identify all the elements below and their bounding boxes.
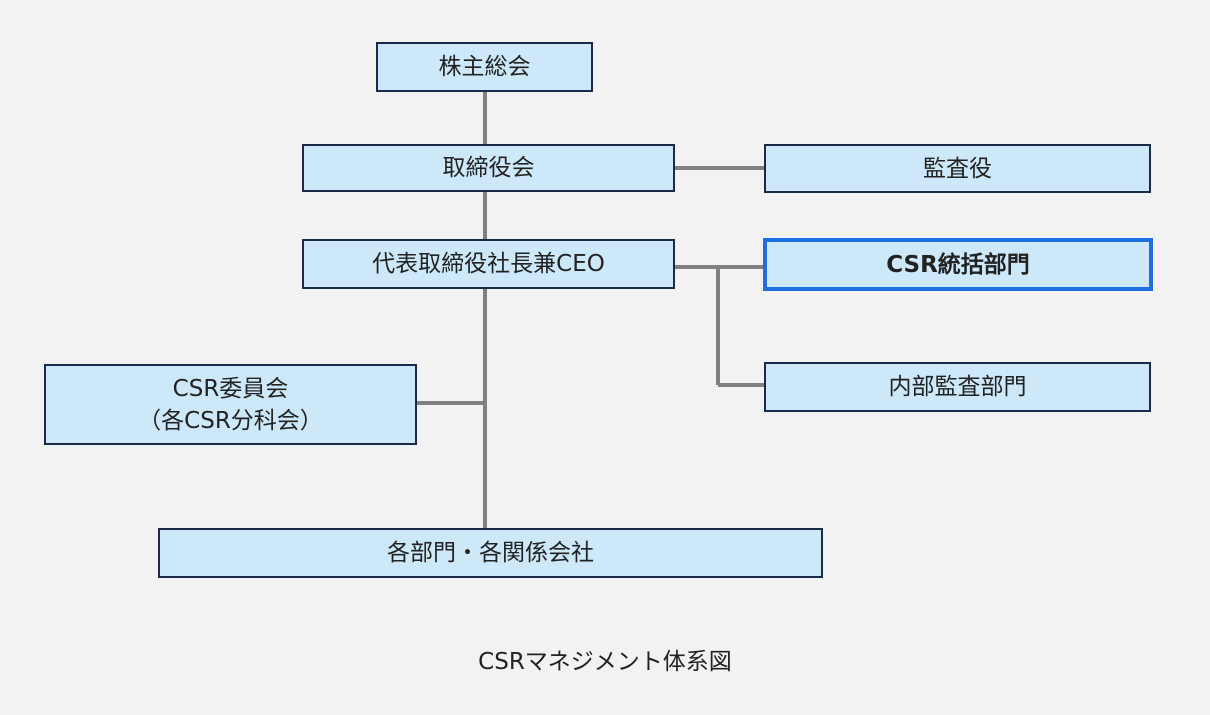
node-label-line2: （各CSR分科会） bbox=[138, 407, 323, 434]
node-shareholders: 株主総会 bbox=[376, 42, 593, 92]
node-departments: 各部門・各関係会社 bbox=[158, 528, 823, 578]
node-auditor: 監査役 bbox=[764, 144, 1151, 193]
node-label: 内部監査部門 bbox=[888, 374, 1027, 400]
node-board: 取締役会 bbox=[302, 144, 675, 192]
node-label: 株主総会 bbox=[438, 54, 531, 80]
node-ceo: 代表取締役社長兼CEO bbox=[302, 239, 675, 289]
node-internal-audit: 内部監査部門 bbox=[764, 362, 1151, 412]
node-label: 代表取締役社長兼CEO bbox=[372, 251, 605, 277]
node-csr-division: CSR統括部門 bbox=[763, 238, 1153, 291]
node-label-line1: CSR委員会 bbox=[172, 375, 289, 402]
node-label: 取締役会 bbox=[442, 155, 535, 181]
node-csr-committee: CSR委員会 （各CSR分科会） bbox=[44, 364, 417, 445]
node-label: 監査役 bbox=[923, 155, 992, 182]
node-label: CSR統括部門 bbox=[886, 251, 1030, 278]
node-label: 各部門・各関係会社 bbox=[387, 540, 594, 566]
diagram-caption: CSRマネジメント体系図 bbox=[478, 649, 732, 675]
